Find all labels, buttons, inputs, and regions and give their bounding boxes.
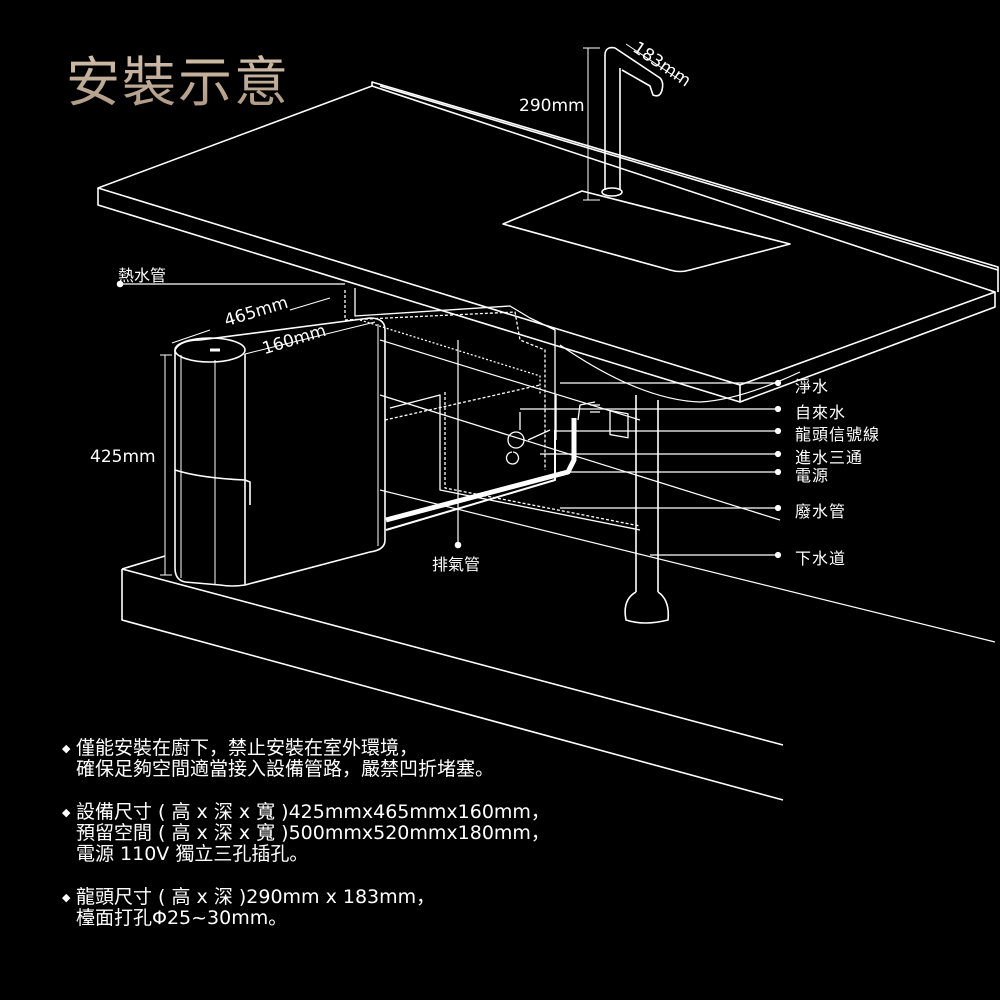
note-line: ◆龍頭尺寸 ( 高 x 深 )290mm x 183mm， — [62, 886, 436, 908]
faucet-height-label: 290mm — [519, 96, 585, 116]
diamond-bullet-icon: ◆ — [62, 742, 71, 755]
cabinet-base — [121, 555, 784, 801]
sink-cutout — [502, 190, 791, 273]
diamond-bullet-icon: ◆ — [62, 806, 71, 819]
label-inlet-tee: 進水三通 — [795, 448, 864, 467]
hot-water-pipe-label: 熱水管 — [118, 266, 167, 285]
back-wall — [379, 339, 996, 643]
diamond-bullet-icon: ◆ — [62, 891, 71, 904]
installation-notes: ◆僅能安裝在廚下，禁止安裝在室外環境， 確保足夠空間適當接入設備管路，嚴禁凹折堵… — [62, 738, 762, 951]
note-faucet: ◆龍頭尺寸 ( 高 x 深 )290mm x 183mm， 檯面打孔Φ25~30… — [62, 887, 762, 929]
label-drain: 下水道 — [795, 549, 847, 568]
countertop — [97, 81, 999, 403]
unit-height-label: 425mm — [90, 447, 156, 467]
label-waste-water-pipe: 廢水管 — [795, 502, 847, 521]
right-leader-lines — [520, 379, 782, 559]
note-line: ◆僅能安裝在廚下，禁止安裝在室外環境， — [62, 737, 419, 759]
pipes — [344, 288, 641, 531]
label-tap-water: 自來水 — [795, 403, 847, 422]
note-line: 電源 110V 獨立三孔插孔。 — [76, 843, 309, 865]
page-title: 安裝示意 — [66, 38, 290, 117]
filter-unit — [160, 297, 386, 587]
note-line: 預留空間 ( 高 x 深 x 寬 )500mmx520mmx180mm， — [76, 822, 550, 844]
vent-pipe-label: 排氣管 — [432, 555, 481, 574]
support-leg — [559, 344, 801, 624]
note-location: ◆僅能安裝在廚下，禁止安裝在室外環境， 確保足夠空間適當接入設備管路，嚴禁凹折堵… — [62, 738, 762, 780]
note-line: ◆設備尺寸 ( 高 x 深 x 寬 )425mmx465mmx160mm， — [62, 801, 550, 823]
note-line: 確保足夠空間適當接入設備管路，嚴禁凹折堵塞。 — [76, 758, 495, 780]
faucet — [583, 43, 681, 201]
label-faucet-signal-wire: 龍頭信號線 — [795, 425, 881, 444]
label-power: 電源 — [795, 466, 830, 485]
note-dimensions: ◆設備尺寸 ( 高 x 深 x 寬 )425mmx465mmx160mm， 預留… — [62, 802, 762, 865]
label-pure-water: 淨水 — [795, 377, 830, 396]
note-line: 檯面打孔Φ25~30mm。 — [76, 907, 288, 929]
